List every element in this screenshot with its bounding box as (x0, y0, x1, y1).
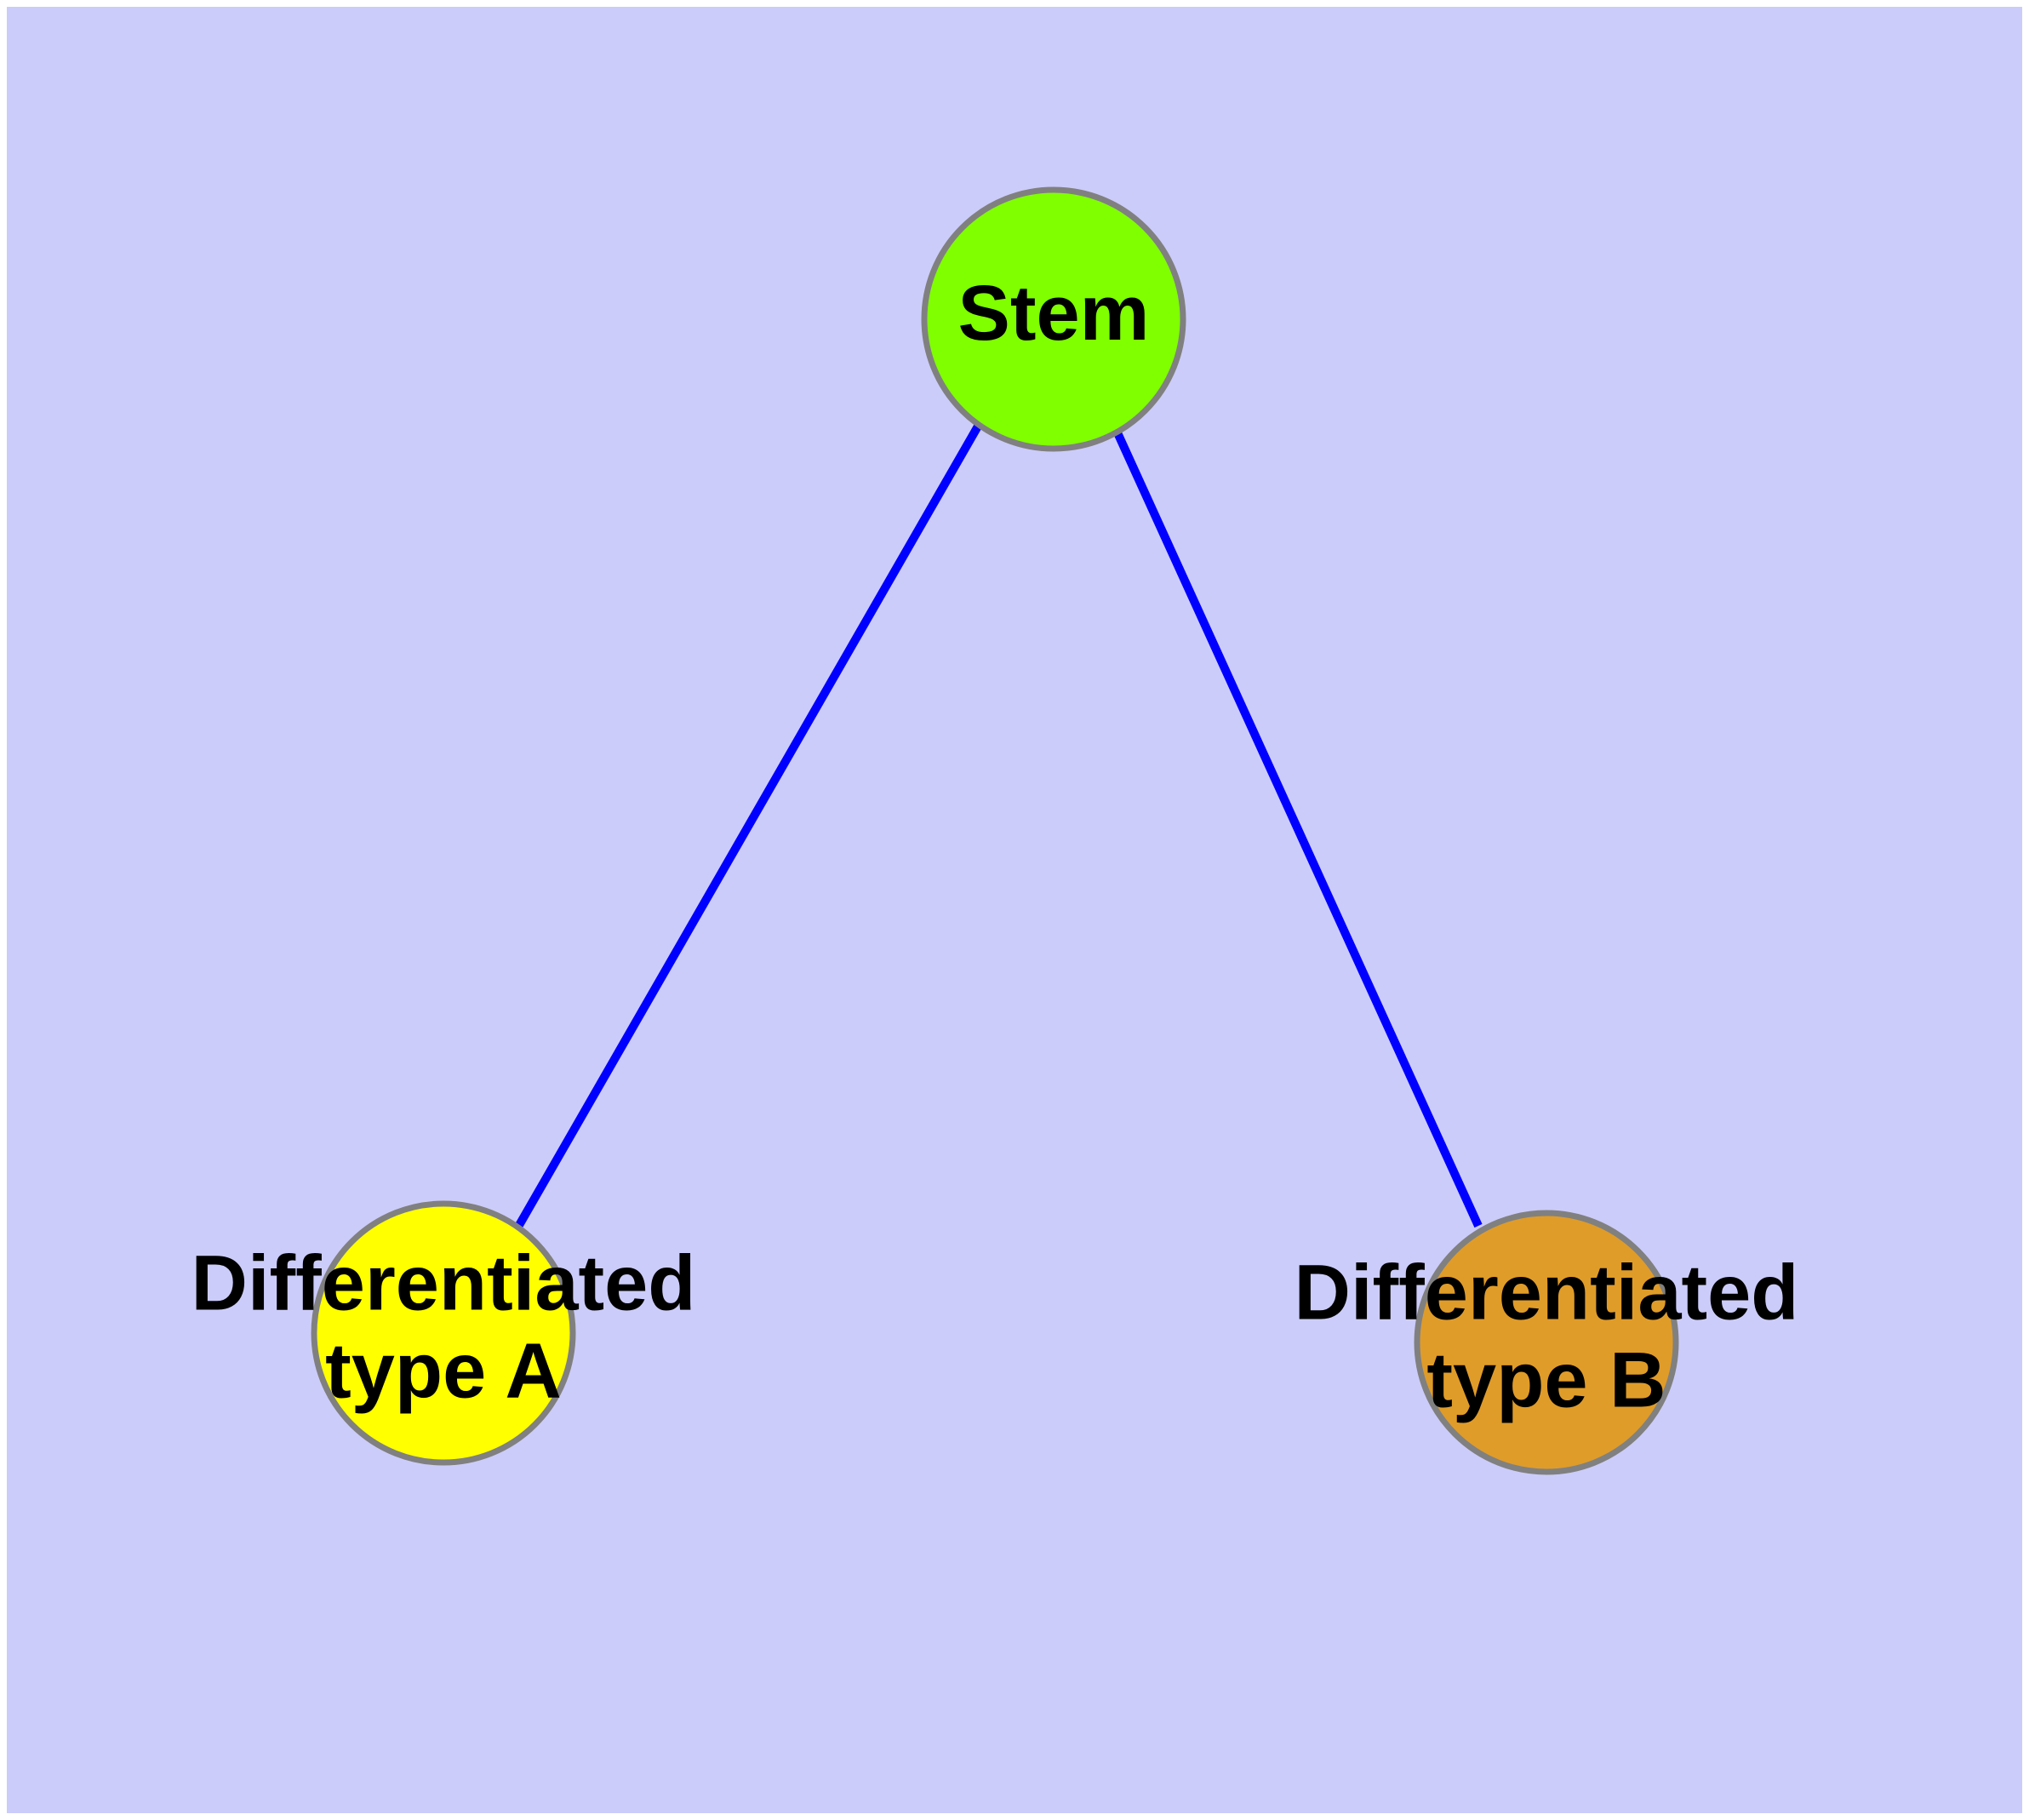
graph-node-diff-a[interactable] (311, 1200, 576, 1466)
edges-layer (514, 422, 1483, 1229)
node-label-line: type B (1426, 1337, 1666, 1424)
node-label-stem: Stem (958, 270, 1150, 357)
node-label-line: Differentiated (1295, 1250, 1799, 1336)
graph-node-diff-b[interactable] (1414, 1210, 1679, 1475)
node-label-line: Stem (958, 270, 1150, 357)
graph-edge (514, 422, 983, 1229)
nodes-layer (311, 186, 1679, 1475)
graph-edge (1112, 426, 1483, 1228)
node-label-line: Differentiated (191, 1240, 696, 1327)
graph-node-stem[interactable] (921, 186, 1186, 452)
node-label-line: type A (325, 1328, 562, 1415)
